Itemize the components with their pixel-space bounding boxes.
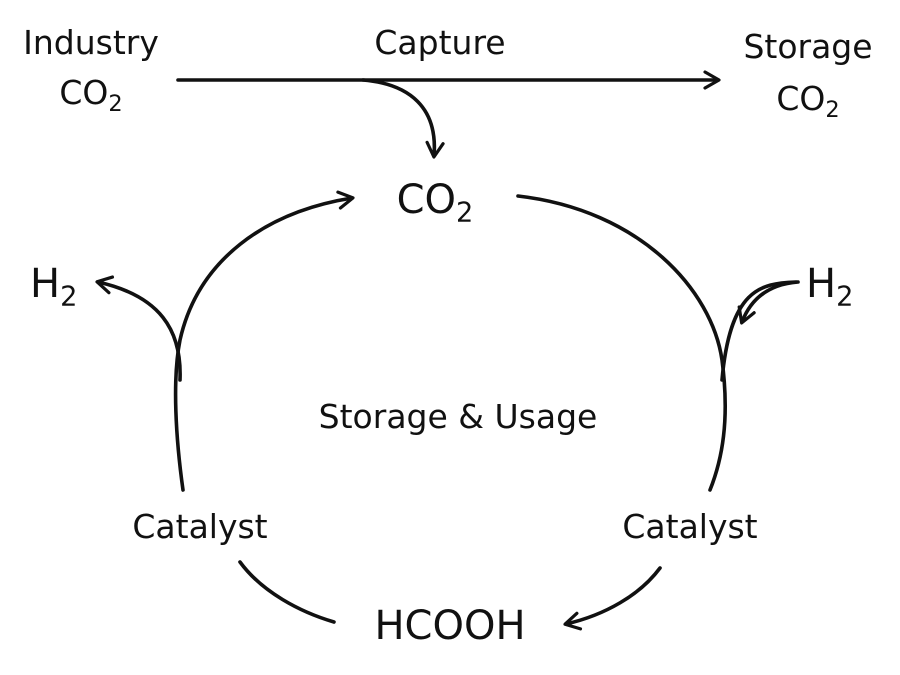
h2-in-arrowhead-path bbox=[737, 280, 800, 325]
catalyst-right-text: Catalyst bbox=[622, 507, 758, 546]
industry-co2-label: CO2 bbox=[14, 73, 168, 115]
cycle-center-text: Storage & Usage bbox=[318, 397, 598, 436]
storage-co2-formula: CO bbox=[776, 79, 826, 118]
industry-name: Industry bbox=[23, 23, 159, 62]
storage-co2-subscript: 2 bbox=[825, 97, 840, 124]
h2-left-label: H2 bbox=[30, 261, 77, 311]
product-label: HCOOH bbox=[340, 606, 560, 646]
h2-right-subscript: 2 bbox=[836, 281, 854, 313]
catalyst-left-to-co2-arc bbox=[173, 190, 355, 492]
h2-right-formula: H bbox=[806, 261, 837, 307]
central-co2-subscript: 2 bbox=[456, 197, 474, 229]
capture-label: Capture bbox=[340, 26, 540, 59]
catalyst-right-to-hcooh-arc bbox=[563, 566, 662, 631]
industry-co2-formula: CO bbox=[59, 73, 109, 112]
industry-co2-subscript: 2 bbox=[108, 91, 123, 118]
h2-out-arrow bbox=[95, 275, 182, 382]
cycle-center-label: Storage & Usage bbox=[268, 400, 648, 433]
h2-left-subscript: 2 bbox=[60, 281, 78, 313]
h2-right-label: H2 bbox=[806, 261, 853, 311]
capture-to-co2-arrow bbox=[361, 78, 445, 159]
hcooh-to-catalyst-left-arc bbox=[238, 560, 336, 624]
product-text: HCOOH bbox=[374, 603, 526, 649]
h2-left-formula: H bbox=[30, 261, 61, 307]
storage-name: Storage bbox=[743, 27, 873, 66]
storage-label: Storage bbox=[728, 30, 888, 63]
catalyst-left-text: Catalyst bbox=[132, 507, 268, 546]
central-co2-formula: CO bbox=[396, 177, 457, 223]
industry-label: Industry bbox=[14, 26, 168, 59]
capture-text: Capture bbox=[374, 23, 506, 62]
co2-to-catalyst-right-arc bbox=[516, 194, 727, 492]
storage-co2-label: CO2 bbox=[728, 79, 888, 121]
catalyst-right-label: Catalyst bbox=[600, 510, 780, 543]
catalyst-left-label: Catalyst bbox=[110, 510, 290, 543]
central-co2-label: CO2 bbox=[365, 177, 505, 227]
